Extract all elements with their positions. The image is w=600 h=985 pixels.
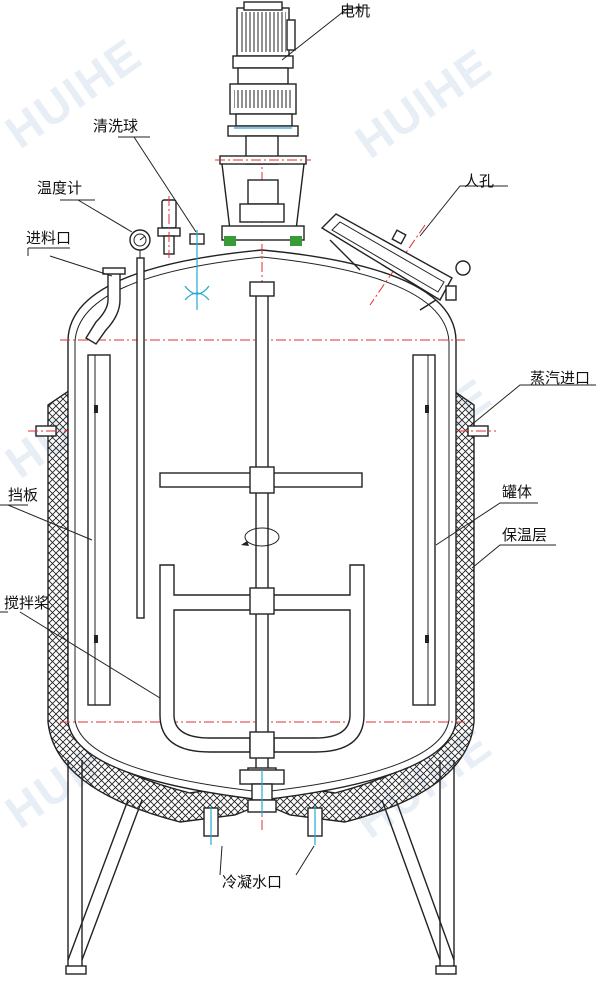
feed-inlet-pipe [85, 267, 126, 345]
watermark-text-1: HUIHE [0, 28, 151, 158]
steam-inlet-pipe [28, 425, 496, 437]
label-thermometer: 温度计 [37, 179, 82, 197]
label-agitator-paddle: 搅拌桨 [4, 594, 49, 612]
label-motor: 电机 [340, 2, 370, 20]
thermometer-probe [136, 250, 145, 619]
label-tank-body: 罐体 [502, 483, 532, 501]
leader-lines [0, 7, 596, 876]
label-condensate-outlet: 冷凝水口 [222, 873, 282, 891]
baffle-left [87, 354, 111, 706]
label-cleaning-ball: 清洗球 [93, 117, 138, 135]
cleaning-ball-assembly [157, 196, 210, 310]
baffle-right [412, 354, 436, 706]
label-manhole: 人孔 [464, 172, 494, 190]
label-baffle: 挡板 [8, 486, 38, 504]
bottom-outlet [239, 769, 285, 815]
agitator [159, 281, 365, 781]
watermark-text-2: HUIHE [346, 38, 501, 168]
motor-assembly [229, 1, 297, 127]
label-insulation-layer: 保温层 [502, 526, 547, 544]
manhole-centerline [369, 224, 426, 306]
condensate-outlet-right [307, 806, 323, 845]
tank-shell-inner [74, 256, 450, 793]
support-legs [65, 760, 457, 975]
manhole [320, 213, 471, 311]
label-feed-inlet: 进料口 [26, 229, 71, 247]
reducer-frame [215, 125, 311, 246]
condensate-outlet-left [203, 806, 219, 845]
thermometer-gauge [129, 229, 151, 251]
label-steam-inlet: 蒸汽进口 [530, 369, 590, 387]
